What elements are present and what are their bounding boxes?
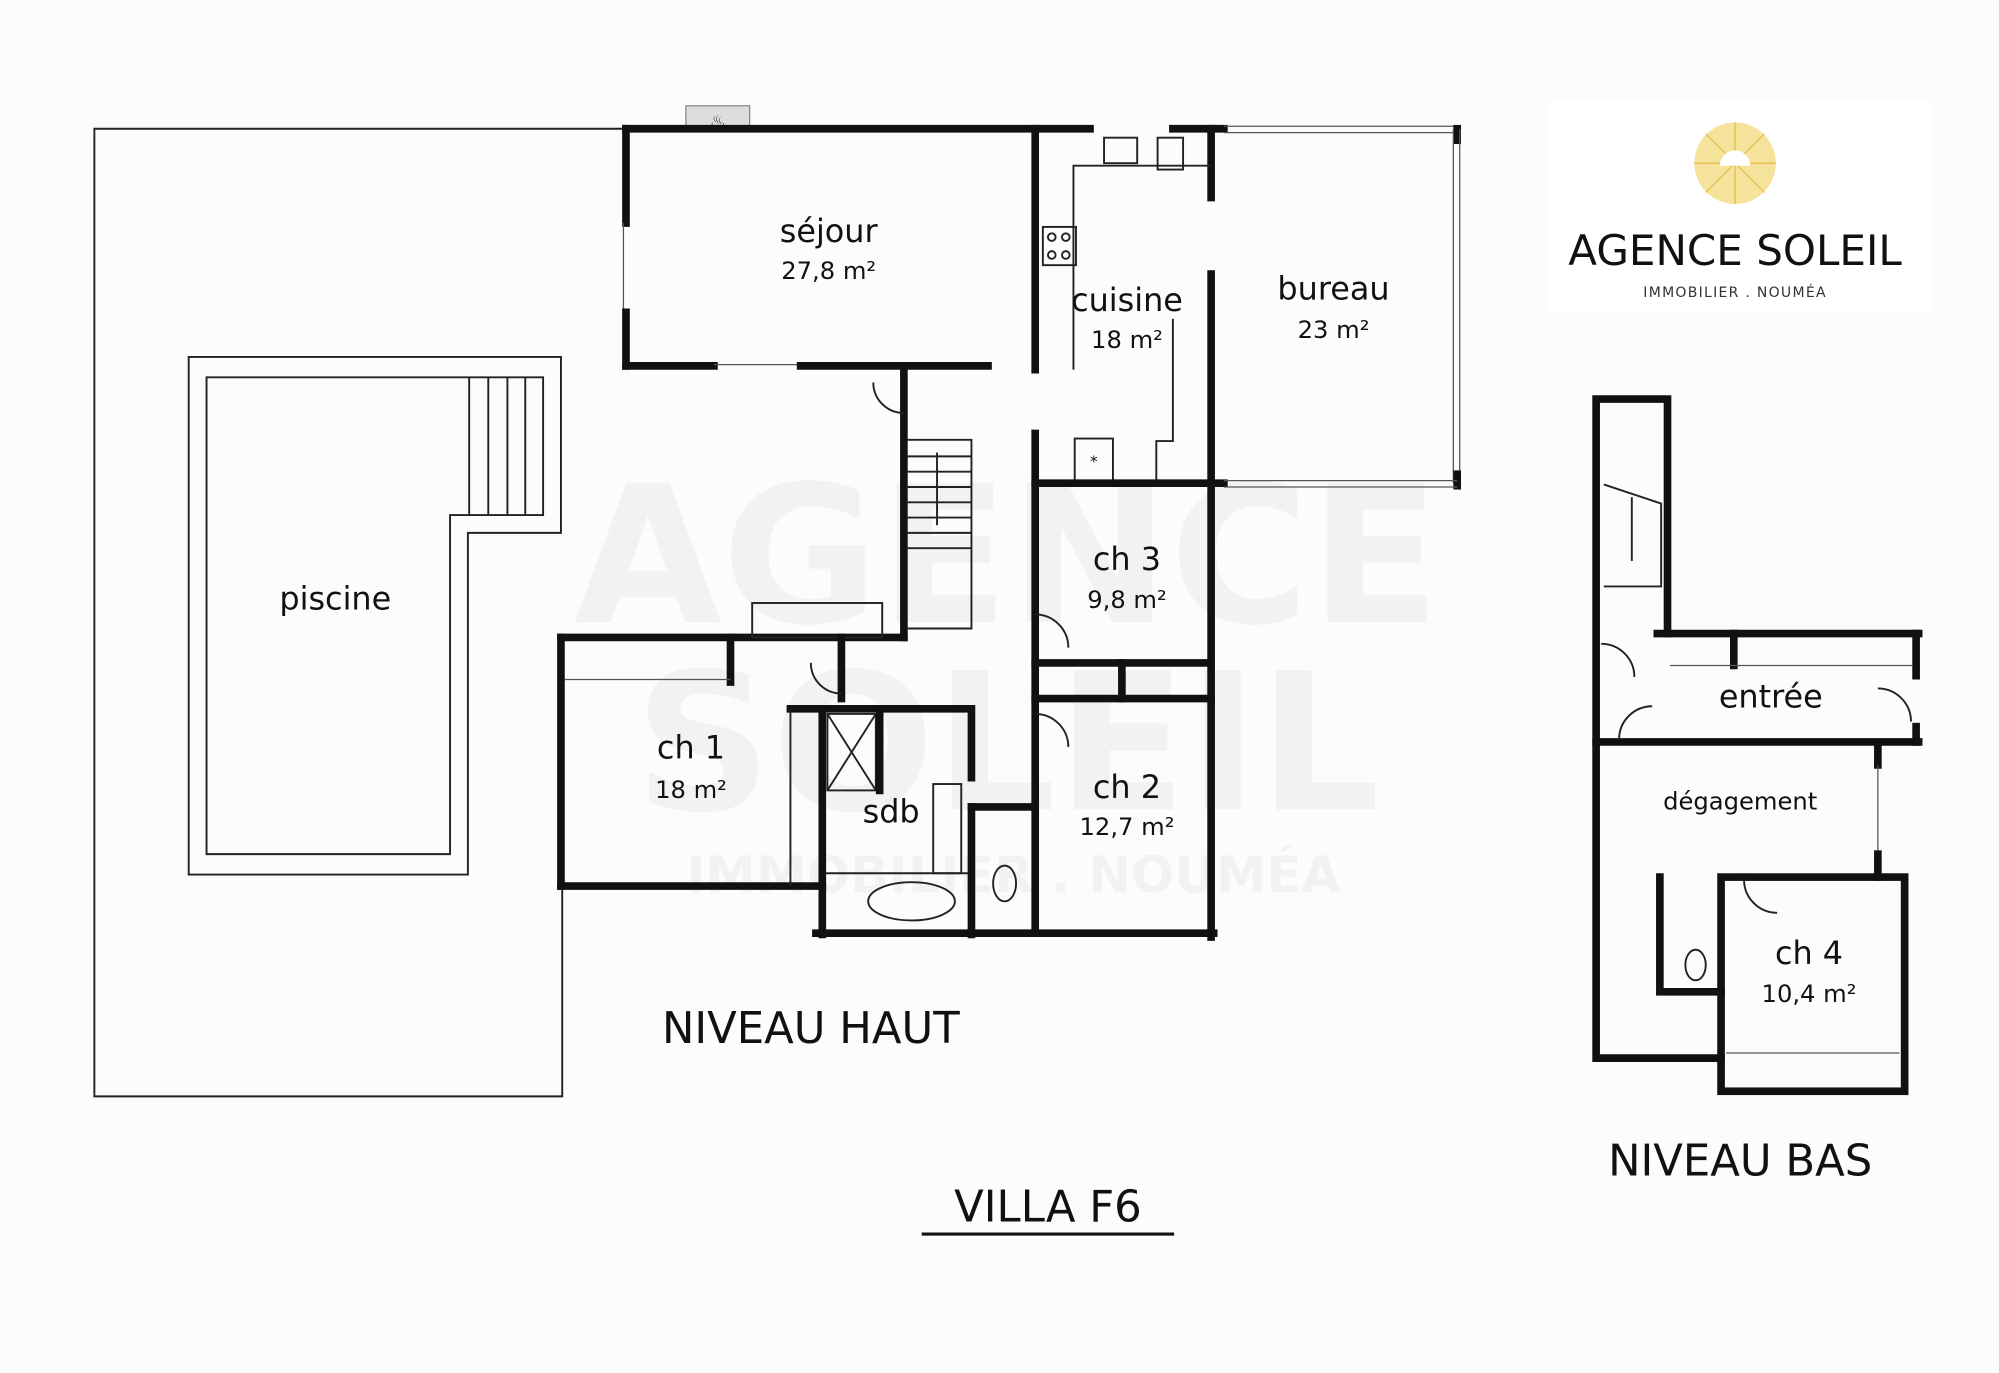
lower-level-walls (1592, 395, 1923, 1096)
room-ch2: ch 2 (1093, 768, 1161, 806)
svg-text:18 m²: 18 m² (655, 776, 727, 804)
svg-text:12,7 m²: 12,7 m² (1080, 813, 1175, 841)
svg-text:9,8 m²: 9,8 m² (1087, 586, 1167, 614)
level-upper-label: NIVEAU HAUT (662, 1004, 960, 1054)
pool (187, 355, 562, 876)
room-ch1: ch 1 (657, 729, 725, 767)
logo-name: AGENCE SOLEIL (1568, 226, 1902, 275)
svg-text:18 m²: 18 m² (1091, 326, 1163, 354)
level-lower-label: NIVEAU BAS (1608, 1136, 1872, 1186)
watermark: AGENCE SOLEIL IMMOBILIER . NOUMÉA (574, 446, 1441, 905)
stove-icon (1041, 225, 1077, 267)
room-sejour: séjour (780, 212, 879, 250)
upper-level-walls: ♨ * (557, 105, 1461, 941)
svg-text:SOLEIL: SOLEIL (634, 634, 1380, 856)
logo-tagline: IMMOBILIER . NOUMÉA (1643, 283, 1827, 301)
room-degagement: dégagement (1663, 788, 1817, 816)
bathtub-icon (867, 881, 956, 922)
svg-text:27,8 m²: 27,8 m² (781, 257, 876, 285)
svg-text:23 m²: 23 m² (1298, 316, 1370, 344)
sun-logo-icon (1694, 122, 1776, 204)
room-entree: entrée (1719, 678, 1823, 716)
room-ch3: ch 3 (1093, 540, 1161, 578)
terrace (93, 127, 623, 1098)
room-piscine: piscine (279, 579, 391, 617)
room-sdb: sdb (863, 792, 920, 830)
toilet-icon (992, 864, 1018, 903)
room-bureau: bureau (1277, 270, 1389, 308)
agency-logo: AGENCE SOLEIL IMMOBILIER . NOUMÉA (1550, 101, 1931, 313)
svg-text:10,4 m²: 10,4 m² (1762, 980, 1857, 1008)
svg-text:*: * (1090, 453, 1098, 471)
room-ch4: ch 4 (1775, 934, 1843, 972)
plan-title: VILLA F6 (954, 1182, 1142, 1232)
room-cuisine: cuisine (1071, 281, 1183, 319)
room-labels: séjour 27,8 m² cuisine 18 m² bureau 23 m… (279, 212, 1856, 1008)
